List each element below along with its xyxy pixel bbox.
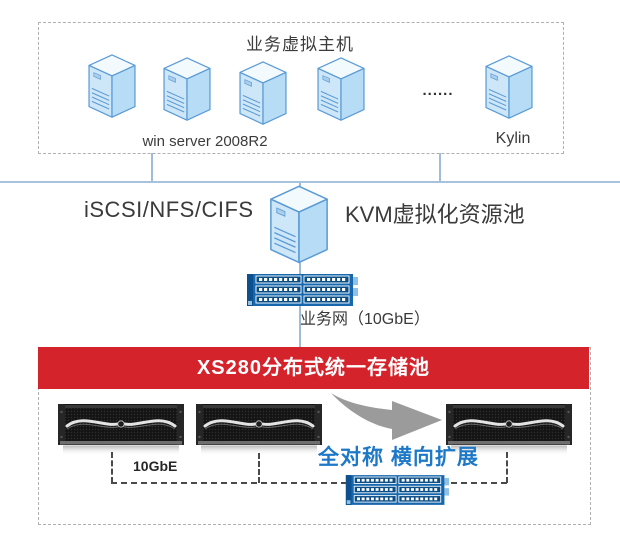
business-network-label: 业务网（10GbE） [300, 311, 430, 328]
storage-array-icon [196, 404, 322, 456]
connector-kvm-to-storage [299, 183, 301, 347]
more-hosts-ellipsis: ...... [422, 82, 454, 99]
vm-hosts-title: 业务虚拟主机 [246, 35, 354, 54]
array3-link-line [506, 452, 508, 483]
interconnect-speed-label: 10GbE [133, 458, 178, 474]
array2-link-line [258, 453, 260, 483]
array1-link-line [111, 452, 113, 483]
interconnect-line [111, 482, 507, 484]
vm-host-server-icon [85, 53, 139, 120]
vm-host-server-icon [160, 56, 214, 123]
business-network-switch-icon [245, 270, 359, 310]
connector-right [439, 153, 441, 182]
vm-hosts-group-box [38, 22, 564, 154]
storage-array-icon [58, 404, 184, 456]
vm-host-server-icon [236, 60, 290, 127]
vm-host-server-icon [314, 56, 368, 123]
protocols-label: iSCSI/NFS/CIFS [84, 197, 254, 222]
kylin-label: Kylin [495, 130, 531, 147]
storage-pool-banner: XS280分布式统一存储池 [38, 347, 589, 389]
kvm-server-icon [265, 184, 333, 266]
scale-out-label: 全对称 横向扩展 [318, 446, 479, 469]
network-bus-line [0, 181, 620, 183]
win-server-label: win server 2008R2 [142, 133, 268, 150]
connector-left [151, 153, 153, 182]
scale-out-arrow-icon [328, 391, 446, 445]
vm-host-server-icon [482, 54, 536, 121]
kvm-pool-label: KVM虚拟化资源池 [345, 202, 525, 227]
storage-interconnect-switch-icon [344, 471, 450, 509]
